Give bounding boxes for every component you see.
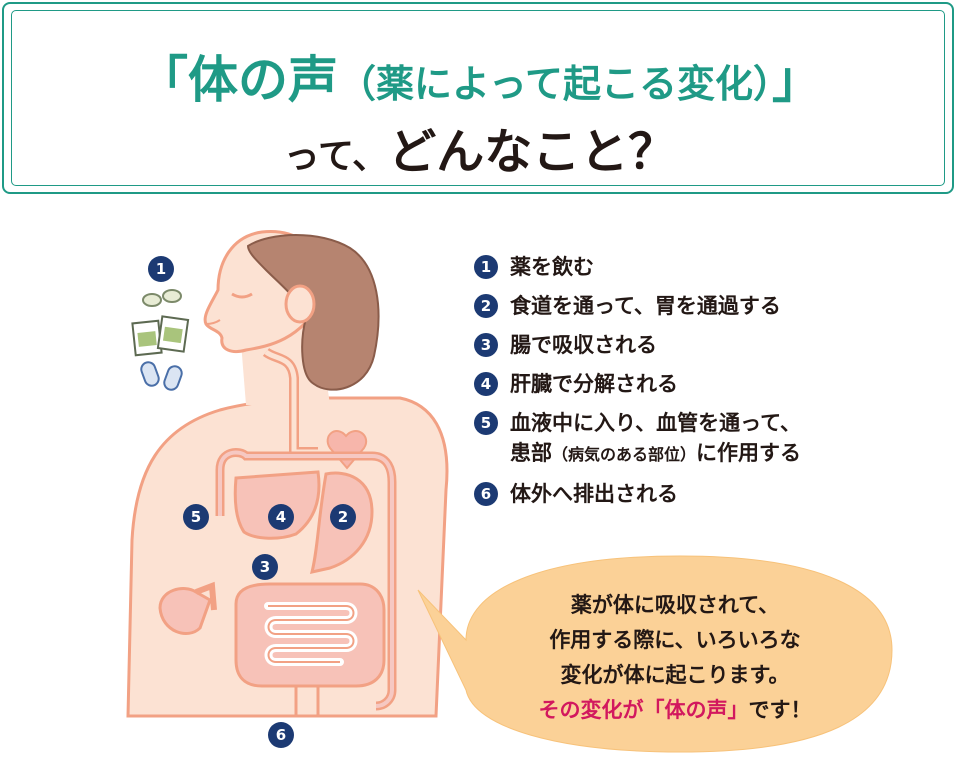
step-item: 2 食道を通って、胃を通過する	[474, 291, 944, 321]
step-text-paren: （病気のある部位）	[552, 445, 697, 464]
heart	[326, 430, 367, 470]
step-number-badge: 3	[474, 333, 498, 357]
bubble-line-2: 作用する際に、いろいろな	[549, 628, 801, 652]
page-title: 「体の声（薬によって起こる変化）」	[0, 40, 960, 112]
header-frame-inner	[11, 10, 945, 186]
powder-packet-icon	[131, 315, 190, 357]
pill-icon	[142, 293, 162, 307]
step-text-line2a: 患部	[510, 441, 552, 465]
step-item: 4 肝臓で分解される	[474, 369, 944, 399]
step-text: 血液中に入り、血管を通って、 患部（病気のある部位）に作用する	[510, 408, 801, 470]
diagram-badge-5: 5	[183, 504, 209, 530]
step-text: 肝臓で分解される	[510, 372, 678, 396]
step-number-badge: 5	[474, 411, 498, 435]
step-text: 薬を飲む	[510, 255, 594, 279]
step-text: 腸で吸収される	[510, 333, 657, 357]
step-number-badge: 2	[474, 294, 498, 318]
bubble-line-3: 変化が体に起こります。	[560, 663, 790, 687]
bubble-highlight: その変化が「体の声」	[538, 698, 749, 722]
subtitle-part1: って、	[283, 136, 389, 177]
diagram-badge-2: 2	[330, 504, 356, 530]
title-bracket-open: 「	[138, 51, 189, 109]
speech-bubble	[417, 555, 893, 753]
title-main: 体の声	[188, 51, 339, 109]
step-number-badge: 1	[474, 255, 498, 279]
bubble-line-1: 薬が体に吸収されて、	[570, 593, 780, 617]
step-text-line1: 血液中に入り、血管を通って、	[510, 411, 802, 435]
step-text: 体外へ排出される	[510, 482, 678, 506]
title-sub: （薬によって起こる変化）	[338, 62, 772, 106]
subtitle-part2: どんなこと？	[388, 124, 677, 180]
diagram-badge-6: 6	[268, 722, 294, 748]
ear	[284, 284, 316, 324]
step-number-badge: 6	[474, 482, 498, 506]
step-text: 食道を通って、胃を通過する	[510, 294, 781, 318]
bubble-line-4: その変化が「体の声」です！	[468, 693, 882, 728]
step-item: 6 体外へ排出される	[474, 479, 944, 509]
bubble-line-4-end: です！	[748, 698, 812, 722]
step-item: 1 薬を飲む	[474, 252, 944, 282]
diagram-badge-1: 1	[148, 256, 174, 282]
step-text-line2b: に作用する	[696, 441, 802, 465]
step-number-badge: 4	[474, 372, 498, 396]
diagram-badge-3: 3	[252, 554, 278, 580]
diagram-badge-4: 4	[268, 504, 294, 530]
step-item: 3 腸で吸収される	[474, 330, 944, 360]
title-bracket-close: 」	[771, 51, 822, 109]
step-item: 5 血液中に入り、血管を通って、 患部（病気のある部位）に作用する	[474, 408, 944, 470]
mouth	[205, 319, 221, 325]
side-organ	[158, 587, 212, 635]
header-frame-outer	[2, 2, 954, 194]
page-subtitle: って、どんなこと？	[0, 112, 960, 182]
eye	[231, 292, 253, 299]
pill-icon	[162, 289, 182, 303]
step-list: 1 薬を飲む 2 食道を通って、胃を通過する 3 腸で吸収される 4 肝臓で分解…	[474, 252, 944, 518]
bubble-text: 薬が体に吸収されて、 作用する際に、いろいろな 変化が体に起こります。 その変化…	[468, 588, 882, 728]
capsule-icon	[140, 361, 183, 391]
rectum	[294, 686, 320, 716]
